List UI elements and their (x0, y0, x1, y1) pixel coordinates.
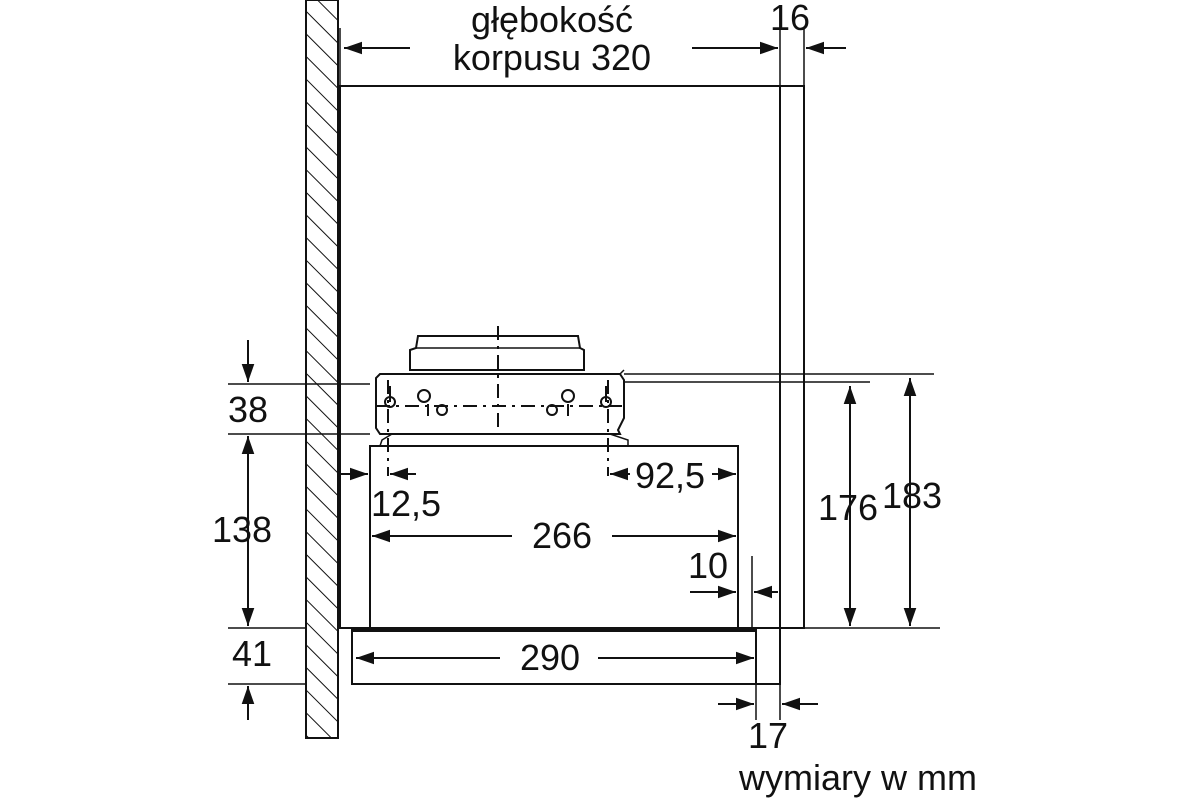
cabinet-front-panel (779, 85, 805, 629)
motor-lower (378, 433, 629, 447)
mounting-bracket (375, 373, 625, 435)
front-thickness-label: 16 (770, 0, 810, 38)
bracket-height-label: 38 (228, 389, 268, 430)
body-height-label: 138 (212, 509, 272, 550)
body-depth-label: 266 (532, 515, 592, 556)
left-offset-label: 12,5 (371, 483, 441, 524)
bracket-slots (384, 386, 612, 416)
bracket-top-edge (619, 369, 625, 375)
height-176-label: 176 (818, 487, 878, 528)
drawer-depth-label: 290 (520, 637, 580, 678)
drawer-front-label: 17 (748, 715, 788, 756)
right-offset-label: 92,5 (635, 455, 705, 496)
cabinet-depth-label-line1: głębokość (471, 0, 633, 40)
cabinet-depth-label-line2: korpusu 320 (453, 37, 651, 78)
wall (305, 0, 339, 739)
height-183-label: 183 (882, 475, 942, 516)
front-gap-label: 10 (688, 545, 728, 586)
units-note: wymiary w mm (738, 757, 977, 798)
drawer-front (755, 627, 781, 685)
fan-housing (409, 335, 585, 371)
bottom-height-label: 41 (232, 633, 272, 674)
